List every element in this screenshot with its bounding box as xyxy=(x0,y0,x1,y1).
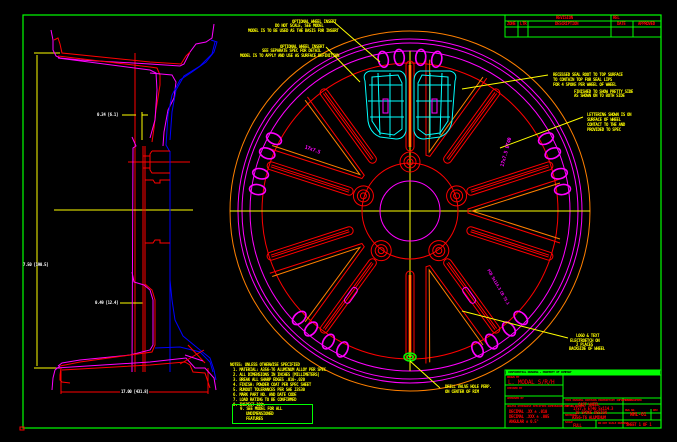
revision-col-zone: ZONE xyxy=(507,21,516,26)
revision-col-description: DESCRIPTION xyxy=(555,21,579,26)
title-approved-by-label: APPROVED BY xyxy=(507,396,524,400)
note-item-4: 4. FINISH: POWDER COAT PER SPEC SHEET xyxy=(233,382,312,387)
title-scale: FULL xyxy=(573,423,582,428)
note-item-3: 3. BREAK ALL SHARP EDGES .010-.020 xyxy=(233,377,305,382)
dim-lower-offset: 0.49 [12.4] xyxy=(95,300,119,305)
revision-block-lines xyxy=(504,14,662,38)
dim-upper-offset: 0.24 [6.1] xyxy=(97,112,119,117)
notes-heading: NOTES: UNLESS OTHERWISE SPECIFIED xyxy=(230,362,300,367)
notes-boxed-region xyxy=(232,404,313,424)
callout-lettering-line2: SURFACE OF WHEEL xyxy=(587,117,621,122)
callout-valve-line2: ON CENTER OF RIM xyxy=(445,389,479,394)
callout-insert-2-line3: MODEL IS TO APPLY AND USE AS SURFACE DEF… xyxy=(240,53,340,58)
title-line2: 17x7.5 ET40 5x114.3 xyxy=(573,406,614,411)
title-dwg-no: WHL-01 xyxy=(630,412,647,418)
revision-col-ltr: LTR xyxy=(520,21,527,26)
note-boxed-line1: 9. SEE MODEL FOR ALL xyxy=(240,406,283,411)
note-boxed-line3: FEATURES xyxy=(246,416,263,421)
revision-col-date: DATE xyxy=(617,21,626,26)
revision-header: REVISION xyxy=(556,15,573,20)
title-proprietary: THIS DRAWING CONTAINS PROPRIETARY INFORM… xyxy=(565,398,633,402)
title-material: A356-T6 ALUMINUM xyxy=(572,415,606,420)
title-tolerance-heading: UNLESS OTHERWISE SPECIFIED DIMENSIONS AR… xyxy=(507,404,584,408)
title-tolerance-2: DECIMAL .XXX ± .005 xyxy=(509,414,550,419)
title-drawn-by: L. MODAL S/R/H xyxy=(508,379,555,386)
callout-logo-line1: LOGO & TEXT xyxy=(576,333,600,338)
origin-marker xyxy=(19,426,25,431)
callout-lettering-line1: LETTERING SHOWN IS ON xyxy=(587,112,632,117)
note-item-1: 1. MATERIAL: A356-T6 ALUMINUM ALLOY PER … xyxy=(233,367,326,372)
callout-lettering-line3: CONTACT TO THE AND xyxy=(587,122,625,127)
callout-insert-1-line3: MODEL IS TO BE USED AS THE BASIS FOR INS… xyxy=(248,28,339,33)
callout-valve-line1: DRILL VALVE HOLE PERP. xyxy=(445,384,492,389)
callout-seal-line3: FOR 4 SPOKE PER WHEEL OF WHEEL xyxy=(553,82,617,87)
title-checked-by-label: CHECKED BY xyxy=(507,386,523,390)
callout-logo-line3: 2 PLACES xyxy=(576,342,593,347)
note-item-6: 6. MARK PART NO. AND DATE CODE xyxy=(233,392,297,397)
title-line3: 10 SPOKE DESIGN xyxy=(575,410,607,415)
callout-seal-line2: TO CONTAIN TOP FOR SEAL LIPS xyxy=(553,77,613,82)
callout-seal-line1: RECESSED SEAL ROOT TO TOP SURFACE xyxy=(553,72,623,77)
title-line1: CAST WHEEL xyxy=(578,402,600,407)
title-scale-label: SCALE xyxy=(565,420,573,424)
side-section-view xyxy=(34,23,218,394)
note-item-7: 7. LOAD RATING TO BE CONFIRMED xyxy=(233,397,297,402)
title-drawn-by-label: DRAWN BY xyxy=(507,375,520,379)
callout-insert-2-line2: SEE SEPARATE SPEC FOR DETAIL xyxy=(262,48,322,53)
callout-insert-1-line2: DO NOT SCALE, SEE MODEL xyxy=(275,23,324,28)
company-bar xyxy=(506,370,660,375)
note-boxed-line2: UNDIMENSIONED xyxy=(246,411,274,416)
callout-insert-1-line1: OPTIONAL WHEEL INSERT xyxy=(292,19,337,24)
title-block-lines xyxy=(504,369,662,429)
dim-rim-diameter: 17.00 [431.8] xyxy=(120,389,150,394)
front-wheel-view xyxy=(229,30,591,392)
revision-col-approved: APPROVED xyxy=(638,21,655,26)
note-item-5: 5. RUNOUT TOLERANCES PER SAE J2530 xyxy=(233,387,305,392)
title-label: TITLE xyxy=(565,404,573,408)
title-rev-label: REV xyxy=(653,408,658,412)
title-tolerance-3: ANGULAR ± 0.5° xyxy=(509,419,539,424)
callout-seal-line5: AS SHOWN ON TO BOTH SIDE xyxy=(574,93,625,98)
title-dwg-no-label: DWG NO. xyxy=(625,408,636,412)
callout-lettering-line4: PROVIDED TO SPEC xyxy=(587,127,621,132)
title-weight-label: DO NOT SCALE DRAWING xyxy=(598,421,629,425)
title-sheet: SHEET 1 OF 1 xyxy=(626,422,652,427)
revision-rel-label: REL xyxy=(613,15,620,20)
title-part-no-label: PART NUMBER xyxy=(625,398,642,402)
callout-logo-line2: ELECTROETCH ON xyxy=(570,338,600,343)
note-item-2: 2. ALL DIMENSIONS IN INCHES [MILLIMETERS… xyxy=(233,372,320,377)
leader-lines xyxy=(325,21,584,389)
title-material-label: MATERIAL xyxy=(565,413,578,417)
callout-seal-line4: FINISHED TO SHOW PRETTY SIDE xyxy=(574,89,634,94)
dim-overall-width: 7.50 [190.5] xyxy=(23,262,49,267)
drawing-frame xyxy=(22,14,662,429)
title-tolerance-1: DECIMAL .XX ± .010 xyxy=(509,409,547,414)
title-company-bar-text: CONFIDENTIAL DRAWING - PROPERTY OF COMPA… xyxy=(508,370,572,374)
callout-logo-line4: BACKSIDE OF WHEEL xyxy=(569,346,605,351)
callout-insert-2-line1: OPTIONAL WHEEL INSERT xyxy=(280,44,325,49)
